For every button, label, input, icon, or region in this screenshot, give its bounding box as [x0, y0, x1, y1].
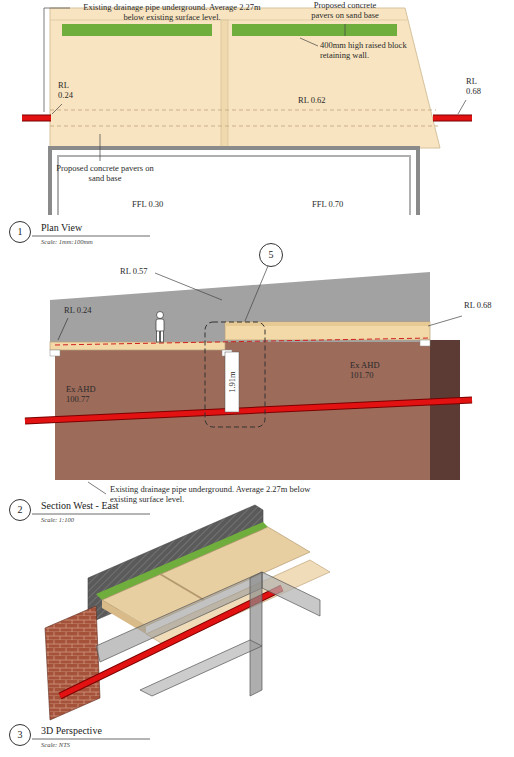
raised-paving — [225, 322, 430, 340]
annotation-label: Proposed concrete pavers on sand base — [50, 163, 160, 183]
leader-line — [300, 38, 318, 46]
scale-note: Scale: 1:100 — [41, 516, 74, 523]
scale-note: Scale: 1mm:100mm — [41, 238, 93, 245]
view-number: 1 — [9, 221, 31, 243]
annotation-label: RL 0.62 — [298, 95, 358, 105]
title-rule — [32, 739, 150, 740]
building-wall — [262, 572, 320, 616]
view-title: 3D Perspective — [41, 725, 102, 736]
annotation-label: Ex AHD 100.77 — [66, 384, 112, 404]
pipe-trace — [50, 126, 438, 127]
drain-pipe — [25, 400, 472, 421]
pipe-trace — [50, 110, 436, 111]
annotation-label: FFL 0.70 — [312, 199, 372, 209]
view-title-block: 2 Section West - EastScale: 1:100 — [9, 499, 179, 527]
annotation-label: RL 0.24 — [58, 80, 82, 100]
level-line — [55, 338, 430, 345]
drain-pipe — [25, 400, 472, 421]
drain-pipe — [60, 588, 282, 696]
view-number: 3 — [9, 724, 31, 746]
annotation-label: Existing drainage pipe underground. Aver… — [72, 2, 272, 22]
view-title-block: 3 3D PerspectiveScale: NTS — [9, 724, 169, 752]
plan-view — [22, 8, 472, 236]
annotation-label: RL 0.24 — [64, 305, 114, 315]
paving-slab — [146, 560, 330, 646]
raised-paving-top — [225, 322, 430, 326]
perspective-view — [32, 505, 330, 739]
garden-strip — [232, 24, 397, 36]
drain-pipe — [22, 115, 51, 122]
annotation-label: Ex AHD 101.70 — [350, 360, 396, 380]
drain-pipe — [60, 588, 282, 696]
leader-line — [52, 104, 62, 114]
leader-line — [155, 273, 222, 300]
sky-backdrop — [50, 272, 430, 342]
drain-pipe — [433, 116, 472, 121]
view-title: Plan View — [41, 222, 82, 233]
title-rule — [32, 514, 150, 515]
scale-note: Scale: NTS — [41, 741, 70, 748]
leader-line — [428, 316, 462, 326]
garden-strip — [62, 24, 212, 36]
view-title-block: 1 Plan ViewScale: 1mm:100mm — [9, 221, 169, 249]
callout-number: 5 — [259, 243, 283, 267]
view-title: Section West - East — [41, 500, 119, 511]
divider-strip — [221, 20, 228, 148]
footing — [50, 350, 60, 356]
drain-pipe — [22, 116, 51, 121]
building-outline — [50, 148, 418, 215]
view-number: 2 — [9, 499, 31, 521]
leader-line — [245, 266, 268, 321]
title-rule — [32, 236, 150, 237]
drain-pipe — [433, 115, 472, 122]
annotation-label: RL 0.68 — [466, 76, 492, 96]
building-wall — [250, 572, 262, 696]
building-wall — [140, 640, 262, 696]
earth-boundary — [430, 340, 460, 480]
annotation-label: Existing drainage pipe underground. Aver… — [110, 484, 330, 504]
detail-boundary — [205, 322, 265, 427]
callout-circle: 5 — [259, 243, 287, 267]
annotation-label: Proposed concrete pavers on sand base — [305, 0, 385, 20]
footing — [420, 340, 430, 346]
annotation-label: FFL 0.30 — [132, 199, 192, 209]
person-figure — [156, 312, 164, 343]
leader-line — [100, 134, 101, 161]
annotation-label: RL 0.68 — [464, 300, 504, 310]
dimension-label: 1.91m — [227, 366, 237, 398]
brick-pier — [45, 606, 100, 720]
ground-area — [50, 8, 440, 148]
annotation-label: RL 0.57 — [120, 266, 170, 276]
leader-line — [88, 482, 106, 494]
leader-line — [58, 318, 68, 340]
leader-line — [458, 100, 466, 114]
dimension-box — [225, 352, 239, 412]
leader-line — [345, 24, 346, 36]
divider-strip — [160, 574, 204, 600]
section-view — [25, 266, 472, 514]
annotation-label: 400mm high raised block retaining wall. — [320, 40, 430, 60]
